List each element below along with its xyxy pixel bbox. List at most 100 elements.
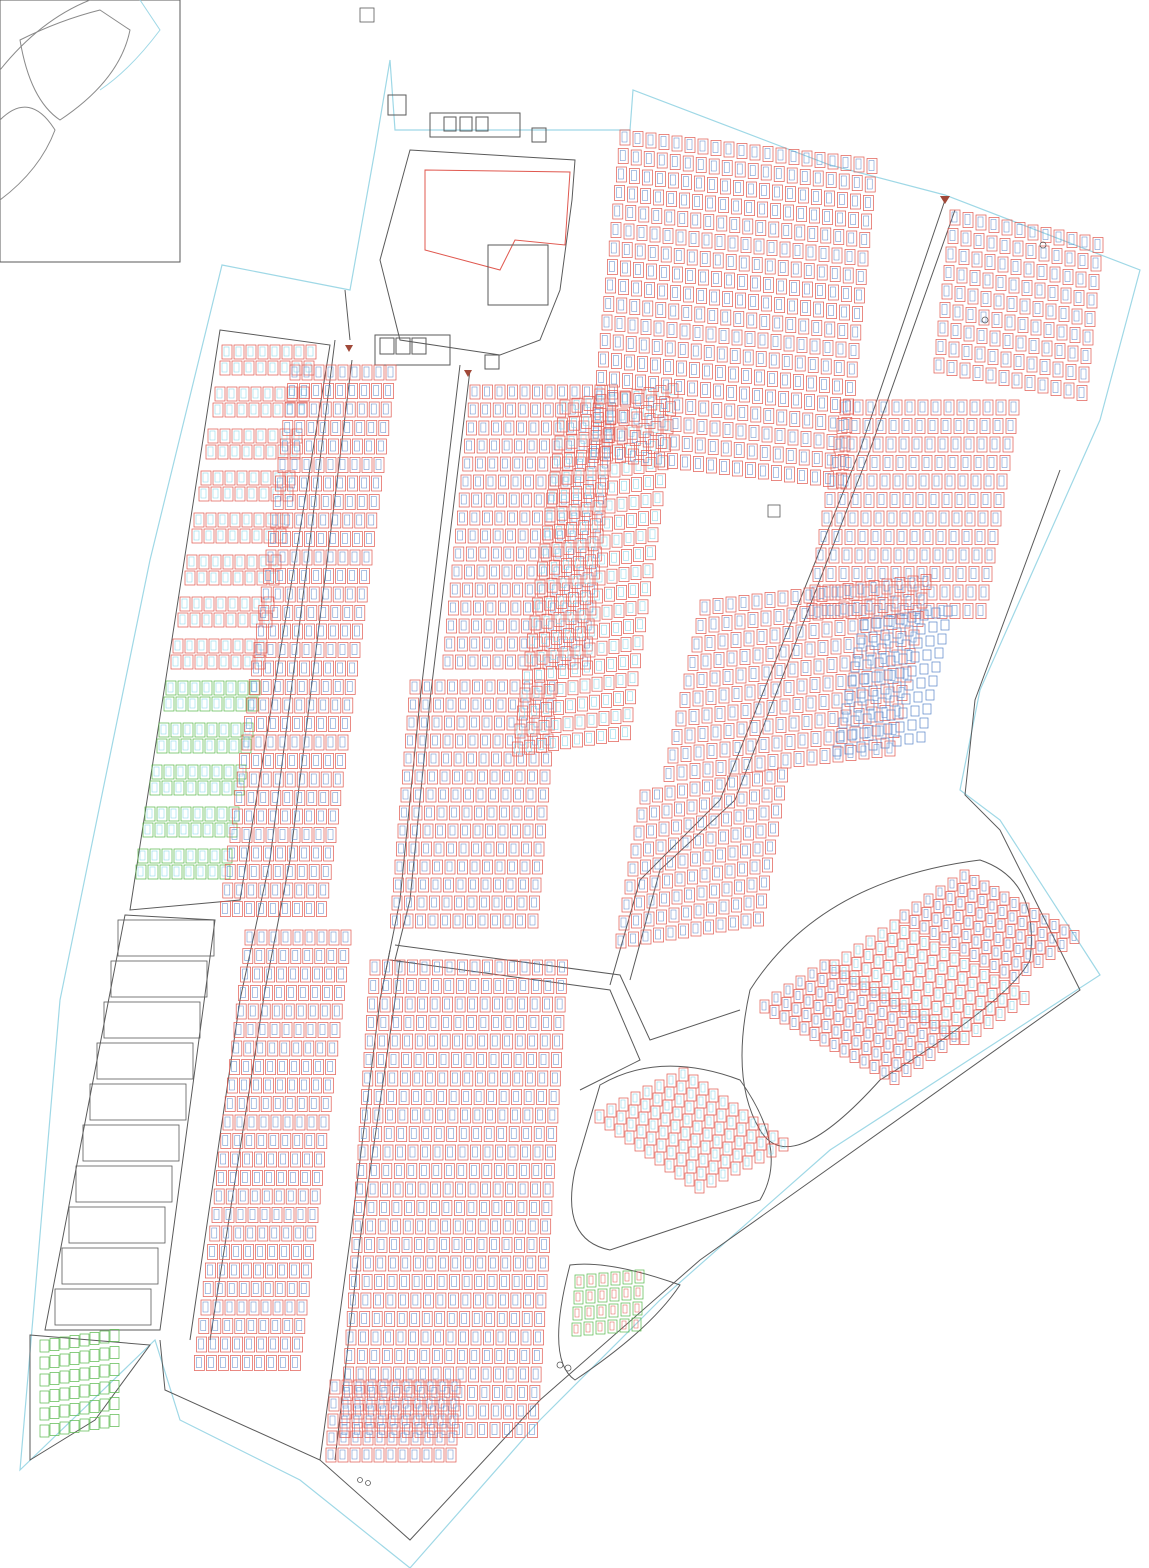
burial-plot bbox=[323, 1077, 334, 1094]
burial-plot-inner bbox=[384, 1146, 391, 1158]
burial-plot-inner bbox=[351, 1276, 357, 1287]
burial-plot bbox=[779, 698, 791, 715]
burial-plot bbox=[1041, 340, 1053, 357]
burial-plot-inner bbox=[767, 391, 773, 403]
burial-plot-inner bbox=[491, 1424, 498, 1435]
burial-plot bbox=[323, 568, 334, 584]
burial-plot bbox=[666, 191, 677, 207]
burial-plot-inner bbox=[286, 773, 293, 785]
burial-plot bbox=[270, 790, 282, 806]
burial-plot-inner bbox=[998, 475, 1005, 487]
burial-plot-inner bbox=[370, 403, 377, 415]
burial-plot-inner bbox=[389, 1072, 396, 1084]
burial-plot-inner bbox=[475, 602, 481, 613]
burial-plot-inner bbox=[248, 884, 255, 896]
burial-plot-inner bbox=[452, 1072, 458, 1084]
burial-plot-inner bbox=[444, 1183, 451, 1195]
burial-plot bbox=[577, 608, 589, 624]
burial-plot-inner bbox=[306, 903, 312, 914]
burial-plot bbox=[582, 660, 593, 676]
burial-plot-inner bbox=[420, 879, 426, 890]
burial-plot-inner bbox=[761, 447, 768, 458]
burial-plot-inner bbox=[709, 310, 716, 321]
burial-plot bbox=[625, 336, 637, 352]
burial-plot-inner bbox=[469, 1183, 476, 1195]
burial-plot bbox=[490, 1218, 502, 1235]
burial-plot bbox=[785, 317, 797, 333]
burial-plot bbox=[216, 738, 228, 754]
burial-plot bbox=[702, 363, 713, 380]
burial-plot-inner bbox=[766, 594, 773, 605]
burial-plot-inner bbox=[314, 1172, 320, 1183]
burial-plot-inner bbox=[241, 755, 247, 766]
burial-plot bbox=[282, 790, 294, 806]
burial-plot-inner bbox=[369, 998, 375, 1010]
burial-plot bbox=[948, 529, 960, 545]
burial-plot-inner bbox=[332, 792, 339, 803]
burial-plot bbox=[794, 224, 806, 241]
burial-plot-inner bbox=[325, 1079, 331, 1091]
burial-plot-inner bbox=[774, 317, 781, 329]
burial-plot bbox=[1002, 333, 1014, 349]
burial-plot-inner bbox=[204, 1283, 211, 1294]
burial-plot-inner bbox=[976, 531, 983, 542]
burial-plot-inner bbox=[897, 457, 904, 468]
burial-plot bbox=[349, 642, 361, 658]
burial-plot bbox=[527, 633, 538, 649]
burial-plot bbox=[378, 1015, 390, 1031]
burial-plot-inner bbox=[1058, 326, 1065, 338]
burial-plot bbox=[880, 547, 892, 564]
burial-plot bbox=[719, 459, 730, 475]
burial-plot bbox=[415, 913, 426, 929]
burial-plot bbox=[214, 822, 226, 838]
burial-plot bbox=[536, 1274, 548, 1290]
burial-plot-inner bbox=[582, 404, 588, 415]
burial-plot-inner bbox=[670, 174, 676, 186]
burial-plot-inner bbox=[249, 1209, 256, 1220]
burial-plot-inner bbox=[873, 605, 880, 616]
burial-plot bbox=[939, 302, 951, 318]
burial-plot bbox=[465, 546, 477, 562]
burial-plot-inner bbox=[448, 843, 454, 854]
burial-plot bbox=[352, 1218, 364, 1235]
burial-plot bbox=[682, 155, 694, 172]
burial-plot bbox=[469, 715, 480, 731]
burial-plot-inner bbox=[496, 386, 503, 397]
burial-plot-inner bbox=[481, 1202, 487, 1213]
burial-plot-inner bbox=[663, 379, 669, 391]
burial-plot bbox=[250, 985, 261, 1001]
burial-plot bbox=[518, 1366, 529, 1383]
burial-plot-inner bbox=[622, 262, 628, 274]
burial-plot bbox=[941, 492, 953, 508]
burial-plot bbox=[227, 845, 238, 862]
burial-plot-inner bbox=[426, 1276, 432, 1287]
burial-plot bbox=[839, 399, 851, 416]
burial-plot-inner bbox=[946, 475, 953, 487]
burial-plot-inner bbox=[599, 554, 605, 565]
burial-plot-inner bbox=[269, 362, 276, 373]
burial-plot bbox=[976, 436, 988, 453]
burial-plot-inner bbox=[474, 681, 480, 692]
burial-plot-inner bbox=[824, 677, 831, 689]
burial-plot bbox=[417, 996, 428, 1013]
burial-plot-inner bbox=[216, 1283, 223, 1294]
burial-plot bbox=[294, 882, 306, 899]
burial-plot-inner bbox=[954, 586, 961, 598]
burial-plot bbox=[649, 226, 661, 243]
burial-plot bbox=[783, 204, 794, 221]
burial-plot-inner bbox=[234, 1338, 240, 1350]
burial-plot bbox=[300, 1170, 311, 1186]
burial-plot bbox=[210, 1318, 222, 1334]
burial-plot bbox=[296, 401, 308, 418]
burial-plot-inner bbox=[170, 740, 177, 751]
burial-plot-inner bbox=[356, 422, 363, 433]
burial-plot-inner bbox=[860, 605, 867, 616]
burial-plot bbox=[673, 248, 685, 264]
burial-plot bbox=[491, 895, 503, 911]
burial-plot-inner bbox=[963, 346, 970, 357]
burial-plot-inner bbox=[703, 234, 710, 246]
burial-plot bbox=[837, 323, 849, 339]
burial-plot-inner bbox=[887, 438, 894, 450]
burial-plot bbox=[432, 1144, 444, 1161]
burial-plot bbox=[472, 679, 483, 695]
